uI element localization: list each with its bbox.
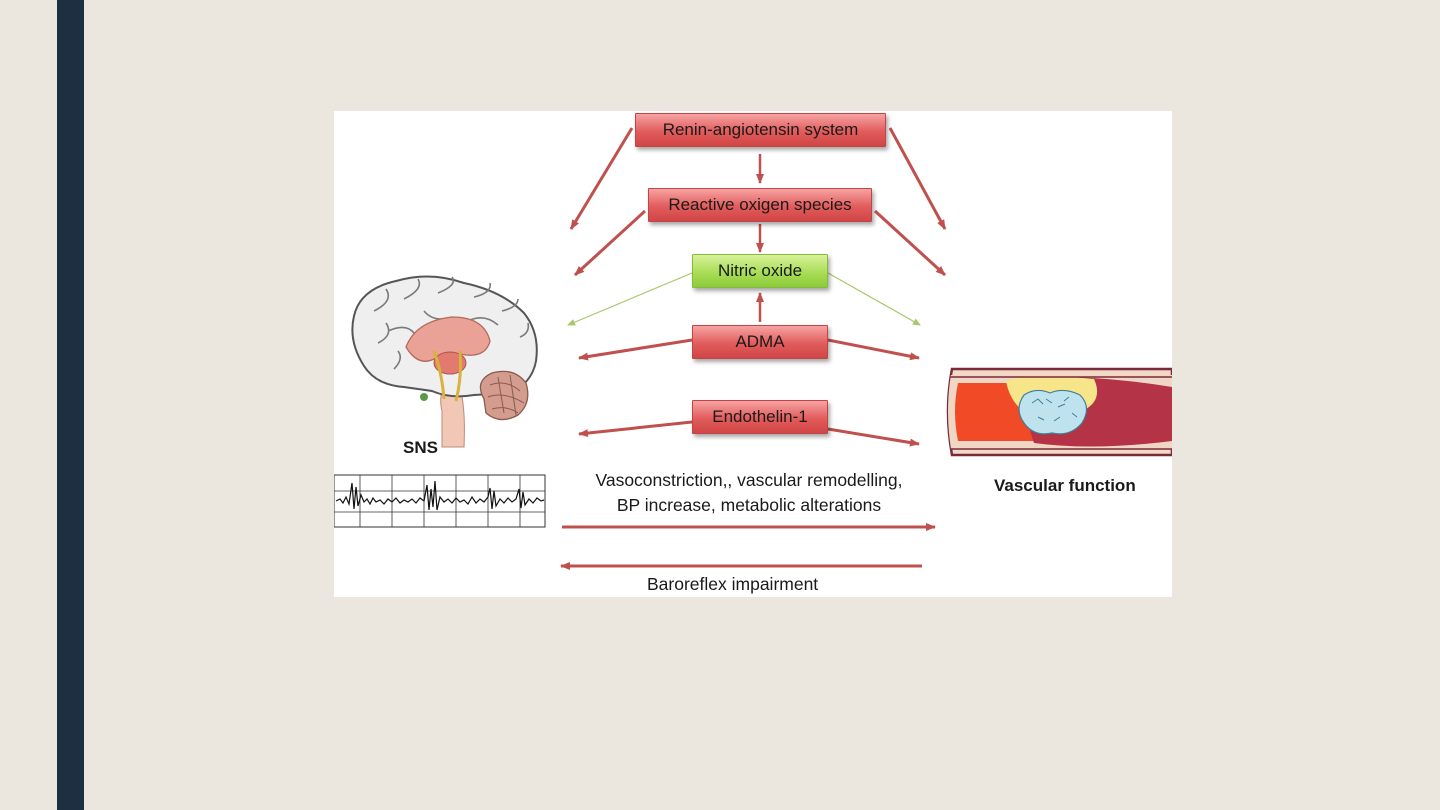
arrow-adma-right	[827, 338, 920, 361]
pathophysiology-diagram: Renin-angiotensin system Reactive oxigen…	[334, 111, 1172, 597]
baroreflex-label: Baroreflex impairment	[647, 574, 819, 594]
vascular-function-label: Vascular function	[994, 476, 1136, 495]
node-endothelin-1: Endothelin-1	[692, 400, 828, 434]
arrow-no-right	[827, 272, 921, 326]
side-accent-bar	[57, 0, 84, 810]
node-renin-angiotensin-system: Renin-angiotensin system	[635, 113, 886, 147]
effects-line-2: BP increase, metabolic alterations	[616, 495, 882, 515]
arrow-ras-left	[569, 127, 634, 230]
brain-illustration	[351, 275, 538, 448]
node-reactive-oxigen-species: Reactive oxigen species	[648, 188, 872, 222]
arrow-ras-right	[888, 127, 947, 230]
diagram-graphics	[334, 127, 1172, 570]
arrow-adma-left	[578, 338, 693, 361]
effects-text: Vasoconstriction,, vascular remodelling,…	[562, 468, 936, 518]
blood-vessel-illustration	[946, 367, 1172, 457]
node-adma: ADMA	[692, 325, 828, 359]
arrow-et1-left	[578, 420, 693, 438]
node-nitric-oxide: Nitric oxide	[692, 254, 828, 288]
arrow-ros-left	[573, 209, 647, 277]
arrow-et1-right	[827, 427, 920, 447]
sns-label: SNS	[403, 438, 438, 457]
arrow-no-left	[567, 272, 693, 326]
effects-line-1: Vasoconstriction,, vascular remodelling,	[595, 470, 903, 490]
sns-recording-trace	[334, 474, 546, 528]
arrow-ros-right	[873, 209, 947, 277]
